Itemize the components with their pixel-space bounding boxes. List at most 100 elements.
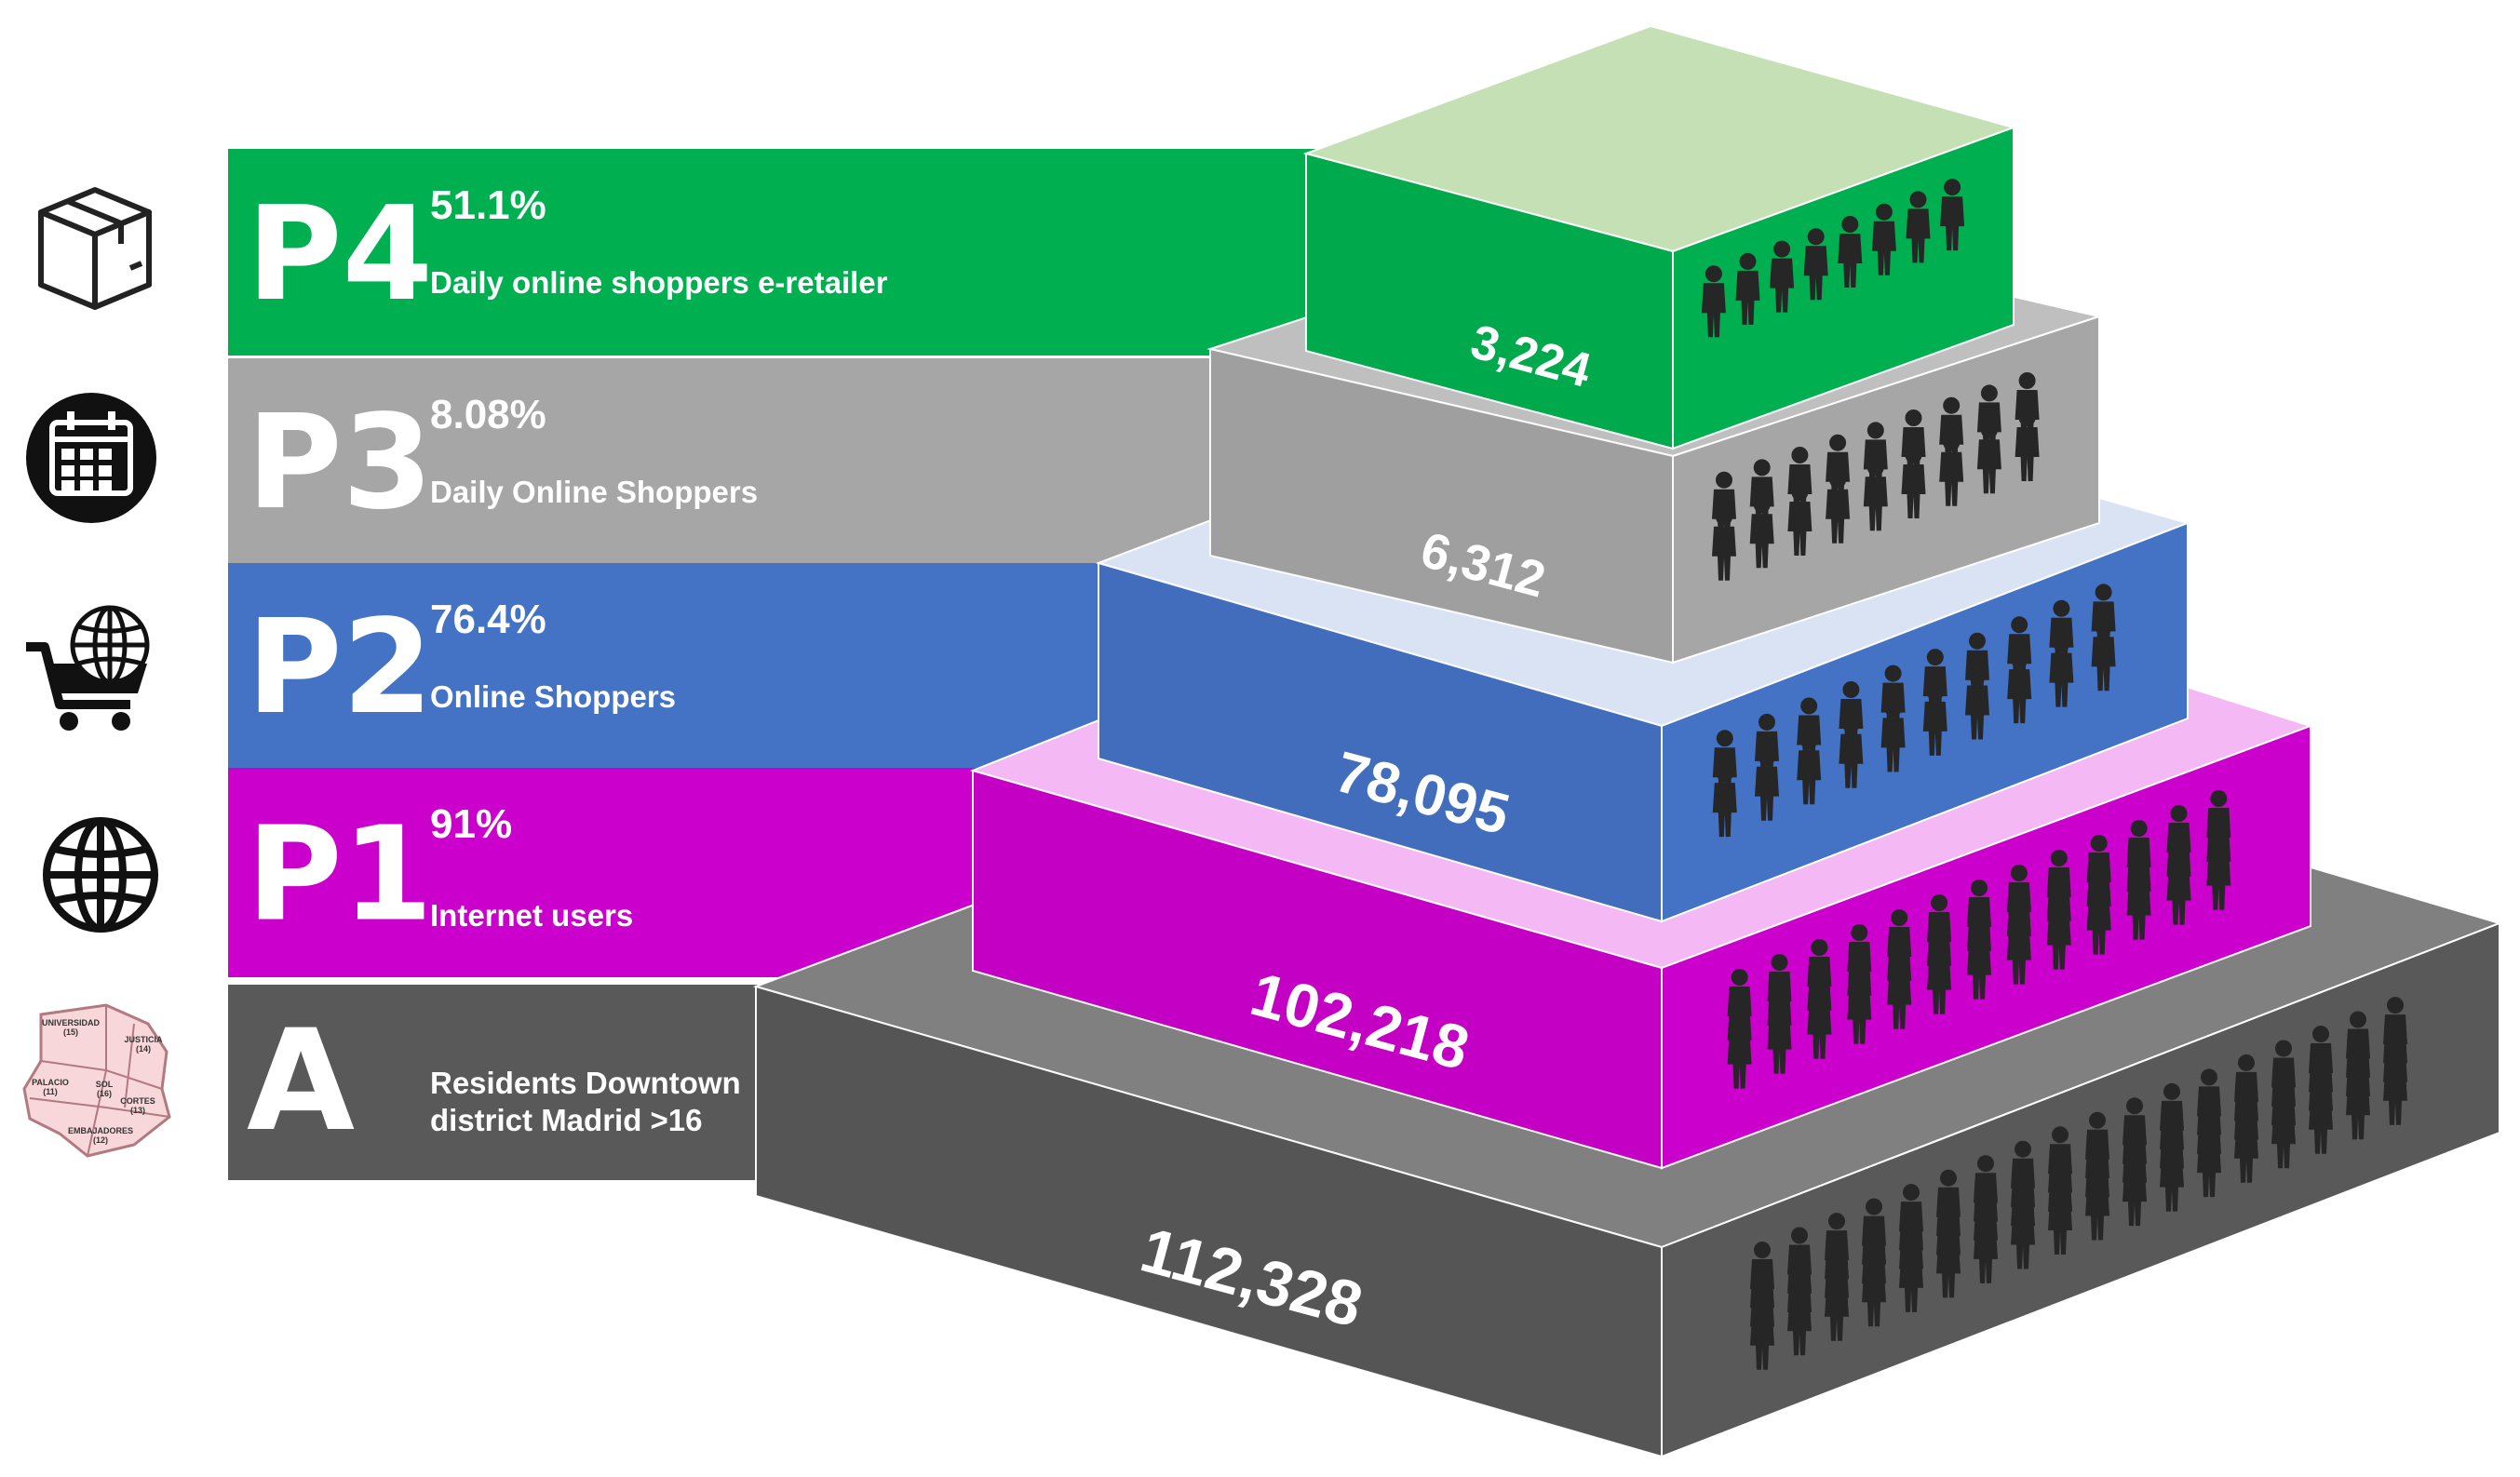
person-icon	[1965, 667, 1989, 740]
person-icon	[2046, 897, 2071, 970]
block-front-shade	[1210, 349, 1673, 663]
person-icon	[1906, 191, 1931, 263]
tier-code-p1: P1	[247, 799, 433, 951]
person-icon	[2197, 1125, 2221, 1198]
person-icon	[1939, 434, 1964, 506]
person-icon	[2166, 853, 2191, 925]
district-label: SOL(16)	[96, 1080, 114, 1098]
district-label: UNIVERSIDAD(15)	[42, 1018, 101, 1037]
person-icon	[1750, 1297, 1774, 1370]
person-icon	[1727, 1016, 1752, 1089]
person-icon	[1701, 265, 1726, 338]
district-border	[87, 1005, 107, 1157]
person-icon	[2085, 1168, 2109, 1241]
district-label: PALACIO(11)	[32, 1078, 69, 1096]
person-icon	[1871, 203, 1896, 275]
district-label: EMBAJADORES(12)	[68, 1126, 133, 1145]
person-icon	[1803, 228, 1828, 301]
person-icon	[2091, 619, 2116, 692]
block-side-face	[1672, 126, 2015, 450]
tier-code-p3: P3	[247, 387, 433, 539]
person-icon	[1797, 732, 1822, 805]
person-icon	[2086, 882, 2111, 955]
person-icon	[1826, 471, 1851, 544]
person-icon	[1974, 1211, 1998, 1283]
tier-percent: 91%	[430, 801, 512, 847]
tier-description-line: Residents Downtown	[430, 1066, 741, 1100]
tier-description: Online Shoppers	[430, 679, 676, 714]
person-icon	[1749, 496, 1774, 569]
person-icon	[1887, 957, 1912, 1029]
person-icon	[2015, 410, 2040, 481]
crowd-icon	[1750, 997, 2407, 1370]
crowd-icon	[1712, 372, 2040, 581]
person-icon	[1770, 240, 1795, 313]
person-icon	[2234, 1110, 2258, 1183]
tier-band-p2	[228, 563, 1108, 768]
tier-bands	[228, 149, 1315, 1180]
person-icon	[1839, 716, 1864, 788]
tier-percent: 51.1%	[430, 182, 546, 228]
person-icon	[1899, 1240, 1923, 1312]
tier-band-p3	[228, 358, 1220, 563]
district-label: JUSTICIA(14)	[124, 1035, 163, 1054]
tier-description: Daily online shoppers e-retailer	[430, 265, 888, 300]
person-icon	[1880, 700, 1906, 772]
tier-description-line: district Madrid >16	[430, 1103, 703, 1137]
district-border	[124, 1023, 135, 1108]
person-icon	[2007, 651, 2032, 724]
person-icon	[1787, 484, 1813, 556]
person-icon	[2383, 1053, 2407, 1125]
person-icon	[1976, 422, 2001, 494]
tier-percent: 76.4%	[430, 597, 546, 642]
tier-code-p2: P2	[247, 592, 433, 744]
person-icon	[1967, 927, 1991, 1000]
person-icon	[1838, 216, 1863, 288]
person-icon	[2271, 1096, 2296, 1169]
tier-code-a: A	[247, 1000, 355, 1162]
block-front-shade	[756, 987, 1662, 1457]
tier-code-p4: P4	[247, 179, 433, 330]
calendar-icon	[26, 393, 156, 523]
crowd-icon	[1727, 790, 2231, 1089]
person-icon	[1735, 252, 1760, 325]
package-box-icon	[38, 187, 152, 310]
person-icon	[1847, 972, 1872, 1044]
pyramid-block-p2: 78,095	[1095, 361, 2191, 923]
person-icon	[1863, 459, 1888, 531]
tier-description: Daily Online Shoppers	[430, 475, 758, 509]
person-icon	[1712, 508, 1736, 581]
globe-icon	[43, 817, 158, 933]
person-icon	[1712, 765, 1737, 838]
tier-percent: 8.08%	[430, 392, 546, 437]
person-icon	[2011, 1197, 2035, 1269]
tier-band-p4	[228, 149, 1315, 356]
person-icon	[1807, 987, 1832, 1059]
block-front-shade	[1306, 154, 1673, 449]
district-outline	[22, 1003, 171, 1158]
block-front-shade	[973, 771, 1662, 1168]
person-icon	[1940, 179, 1965, 251]
person-icon	[1787, 1283, 1812, 1356]
person-icon	[2122, 1154, 2147, 1227]
person-icon	[1767, 1001, 1792, 1074]
district-label: CORTES(13)	[120, 1096, 155, 1115]
person-icon	[1927, 942, 1952, 1014]
person-icon	[2049, 635, 2074, 707]
person-icon	[2309, 1081, 2333, 1154]
person-icon	[2126, 867, 2151, 940]
shopping-cart-globe-icon	[26, 605, 150, 731]
person-icon	[1922, 683, 1947, 756]
madrid-district-map-icon: UNIVERSIDAD(15) JUSTICIA(14) PALACIO(11) SO…	[22, 1003, 171, 1158]
crowd-icon	[1712, 584, 2116, 838]
tier-description: Internet users	[430, 898, 633, 933]
person-icon	[2346, 1067, 2370, 1140]
person-icon	[1755, 748, 1779, 821]
pyramid-block-p4: 3,224	[1302, 24, 2017, 450]
person-icon	[2006, 912, 2031, 985]
tier-band-p1	[228, 768, 982, 977]
tier-icons: UNIVERSIDAD(15) JUSTICIA(14) PALACIO(11) SO…	[22, 187, 171, 1158]
